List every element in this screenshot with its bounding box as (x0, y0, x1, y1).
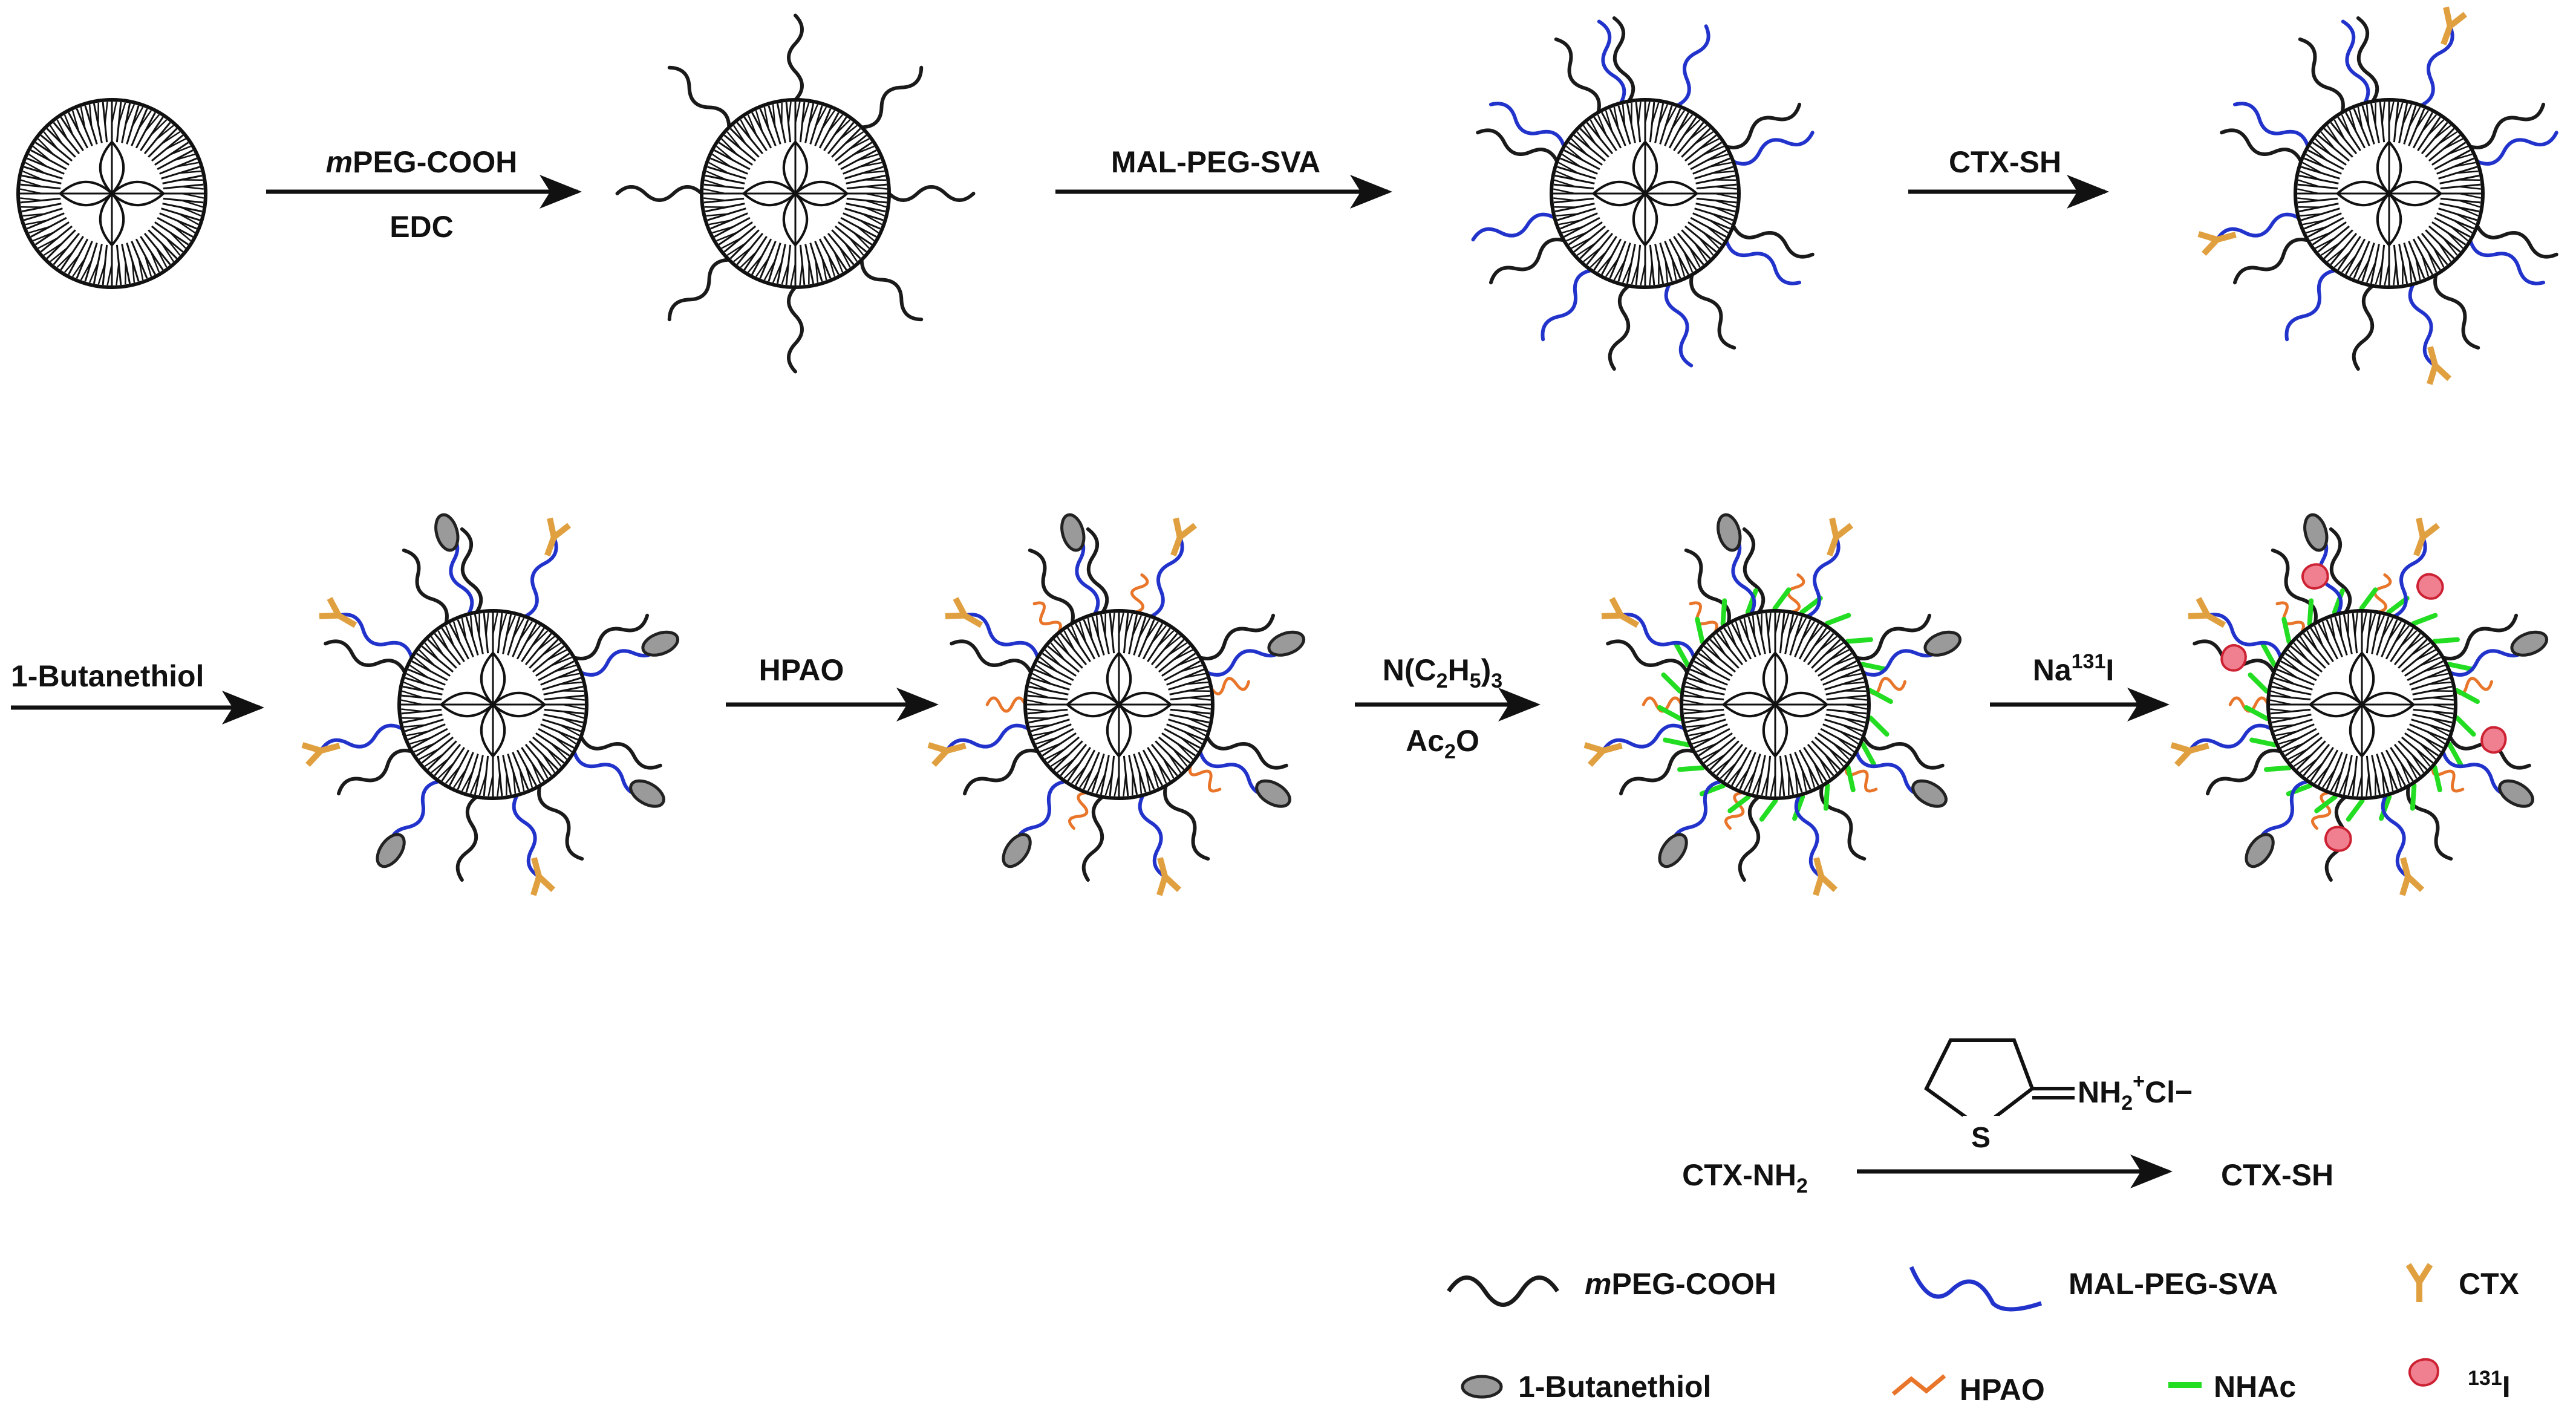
t2: 2 (1436, 669, 1448, 692)
step-7-reagent-top: Na131I (2033, 650, 2115, 687)
step-arrow-1: mPEG-COOH EDC (266, 145, 582, 244)
step-arrow-3: CTX-SH (1908, 145, 2109, 209)
step-1-reagent-top: mPEG-COOH (326, 145, 518, 179)
particle-ctx (2197, 6, 2558, 385)
t5: ) (1481, 653, 1492, 687)
step-4-reagent-left: 1-Butanethiol (11, 659, 204, 693)
legend-item-nhac: NHAc (2168, 1370, 2296, 1404)
particle-butanethiol (301, 513, 680, 896)
mpeg-chain-icon (1447, 1275, 1559, 1307)
particle-iodine (2170, 513, 2549, 896)
legend-item-mpeg: mPEG-COOH (1447, 1267, 1776, 1307)
step-5-reagent-top: HPAO (759, 653, 844, 687)
side-reaction: CTX-NH2 CTX-SH S NH2+Cl− (1682, 1038, 2333, 1197)
b3: O (1456, 724, 1479, 758)
mal-peg-chain-icon (1909, 1266, 2043, 1312)
iodine-drop-icon (2408, 1358, 2439, 1387)
i1: NH (2078, 1075, 2121, 1109)
step-6-reagent-top: N(C2H5)3 (1383, 653, 1502, 692)
dendrimer-particles (16, 6, 2558, 896)
step-arrow-7: Na131I (1990, 650, 2170, 721)
i3: + (2133, 1070, 2145, 1093)
particle-hpao (927, 513, 1306, 896)
italic-prefix: m (326, 145, 353, 179)
ctx-icon (2405, 1263, 2433, 1302)
reagent-text: PEG-COOH (353, 145, 517, 179)
legend-item-butanethiol: 1-Butanethiol (1461, 1370, 1711, 1404)
legend-item-ctx: CTX (2405, 1263, 2519, 1302)
b2: 2 (1444, 740, 1456, 763)
side-reactant: CTX-NH2 (1682, 1158, 1808, 1197)
n2: 131 (2072, 650, 2106, 673)
butanethiol-icon (1461, 1375, 1503, 1399)
step-3-reagent-top: CTX-SH (1949, 145, 2061, 179)
step-arrow-2: MAL-PEG-SVA (1055, 145, 1392, 209)
particle-nhac (1583, 513, 1962, 896)
iod-label: I (2502, 1370, 2511, 1404)
t1: N(C (1383, 653, 1436, 687)
sulfur-atom: S (1971, 1122, 1991, 1154)
t6: 3 (1491, 669, 1502, 692)
n1: Na (2033, 653, 2072, 687)
iminothiolane-structure: S NH2+Cl− (1924, 1038, 2193, 1154)
hpao-chain-icon (1891, 1374, 1946, 1396)
legend-item-iodine: 131I (2408, 1358, 2511, 1404)
side-product: CTX-SH (2221, 1158, 2333, 1192)
iod-sup: 131 (2468, 1367, 2502, 1390)
step-arrow-4: 1-Butanethiol (11, 659, 264, 725)
b1: Ac (1406, 724, 1444, 758)
legend-item-hpao: HPAO (1891, 1373, 2045, 1407)
particle-dendrimer-core (16, 98, 207, 289)
step-arrow-5: HPAO (726, 653, 939, 721)
n3: I (2105, 653, 2114, 687)
i2: 2 (2121, 1092, 2133, 1115)
legend-item-mal-peg: MAL-PEG-SVA (1909, 1266, 2278, 1312)
legend-mpeg-label: mPEG-COOH (1585, 1267, 1776, 1301)
legend-iodine-label: 131I (2468, 1367, 2511, 1404)
legend-hpao-label: HPAO (1960, 1373, 2045, 1407)
legend-ctx-label: CTX (2459, 1267, 2519, 1301)
step-6-reagent-bottom: Ac2O (1406, 724, 1479, 763)
particle-mal-peg (1471, 16, 1815, 371)
legend: mPEG-COOH MAL-PEG-SVA CTX 1-Butanethiol … (1447, 1263, 2519, 1407)
step-2-reagent-top: MAL-PEG-SVA (1111, 145, 1320, 179)
i4: Cl− (2145, 1075, 2193, 1109)
step-1-reagent-bottom: EDC (390, 210, 454, 244)
iminium-label: NH2+Cl− (2078, 1070, 2193, 1115)
legend-mal-peg-label: MAL-PEG-SVA (2069, 1267, 2278, 1301)
r2: 2 (1796, 1174, 1808, 1197)
m-label: PEG-COOH (1611, 1267, 1776, 1301)
legend-nhac-label: NHAc (2214, 1370, 2296, 1404)
t3: H (1448, 653, 1470, 687)
t4: 5 (1470, 669, 1481, 692)
legend-butanethiol-label: 1-Butanethiol (1518, 1370, 1711, 1404)
particle-mpeg (615, 13, 976, 374)
m-italic: m (1585, 1267, 1611, 1301)
r1: CTX-NH (1682, 1158, 1796, 1192)
step-arrow-6: N(C2H5)3 Ac2O (1355, 653, 1541, 763)
